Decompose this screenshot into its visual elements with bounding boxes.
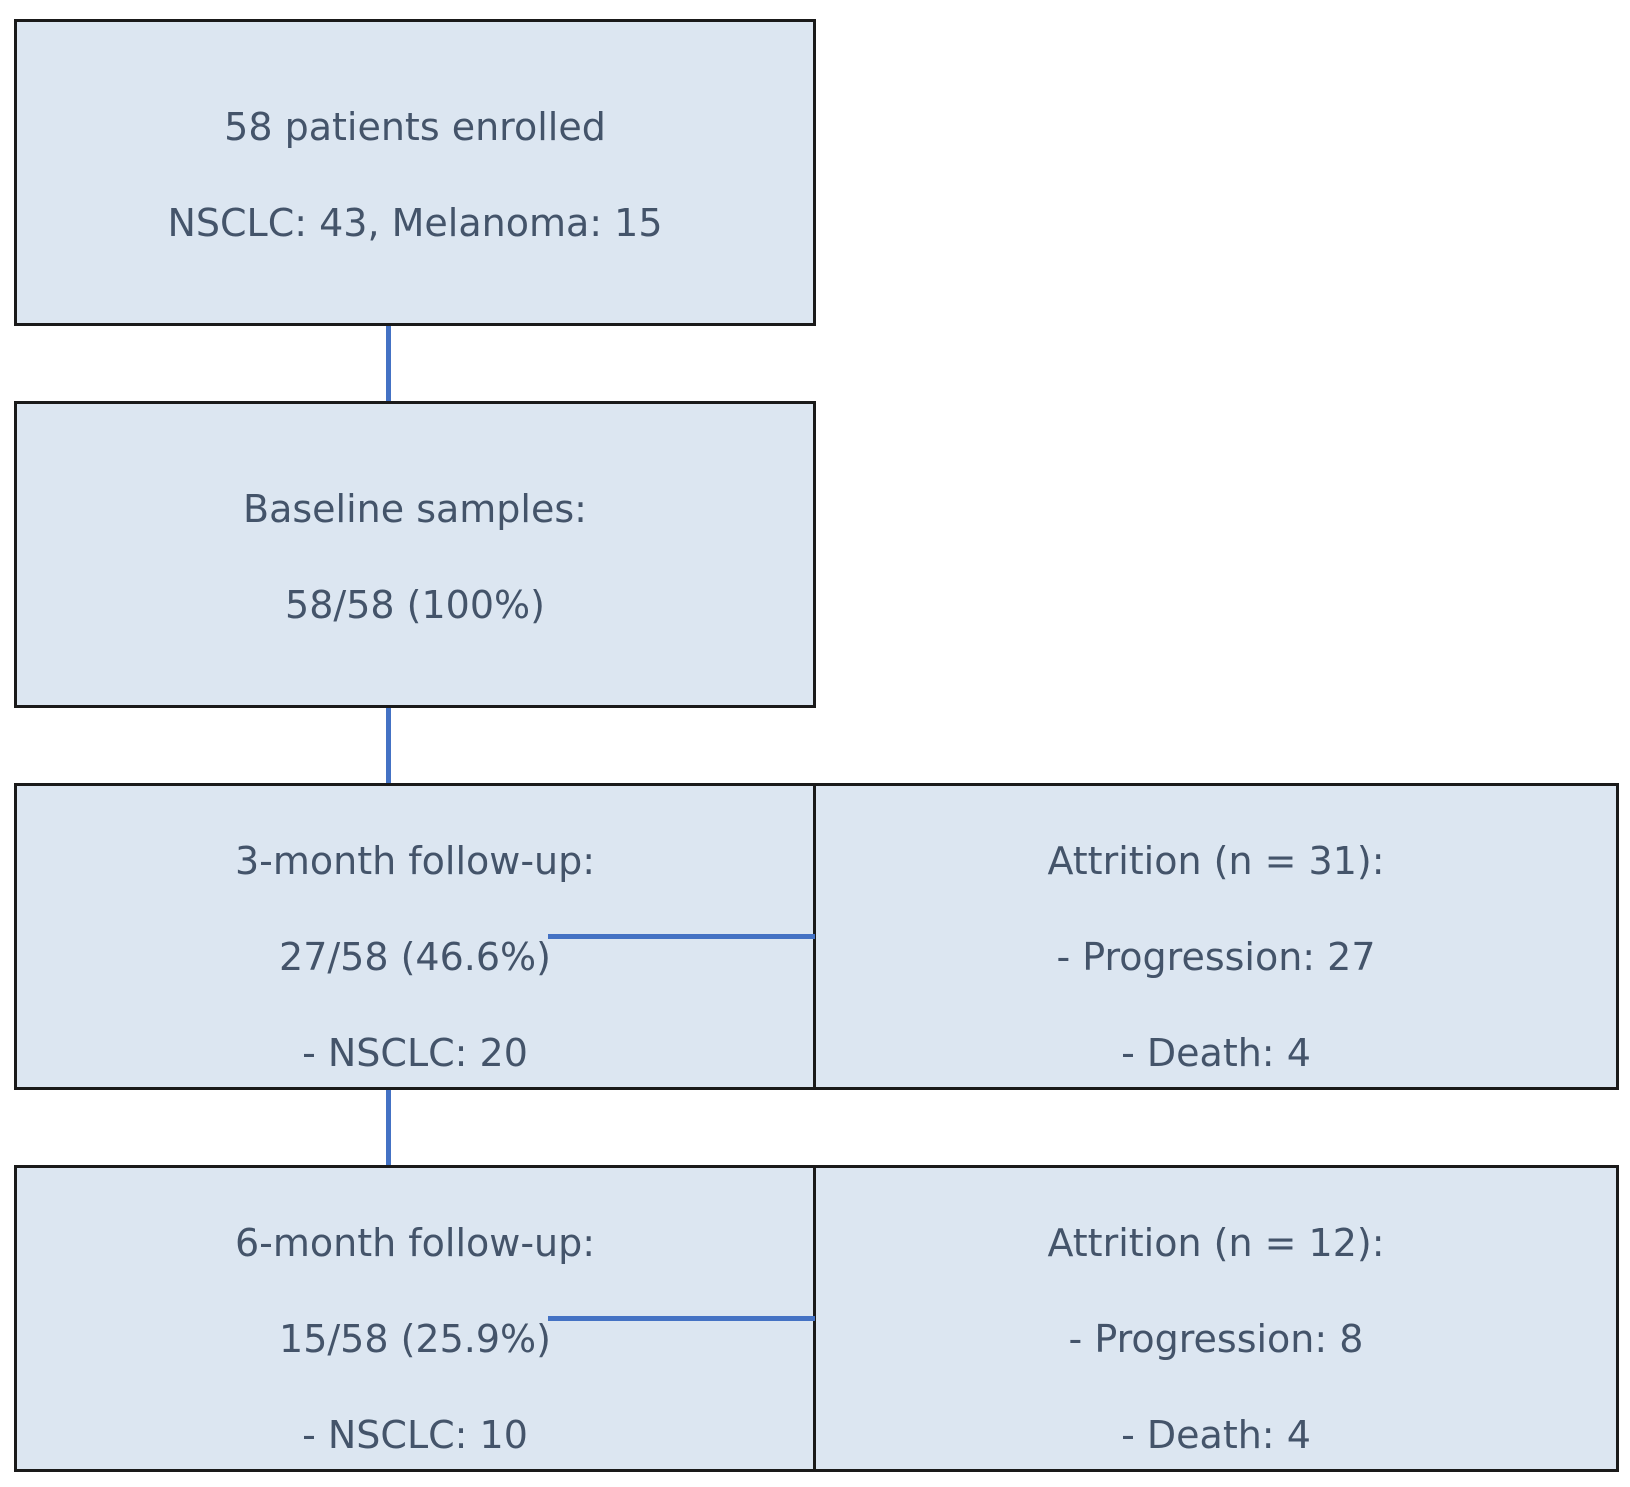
- followup-6month-box: 6-month follow-up: 15/58 (25.9%) - NSCLC…: [14, 1165, 816, 1472]
- enrollment-breakdown: NSCLC: 43, Melanoma: 15: [167, 201, 663, 245]
- followup-3month-count: 27/58 (46.6%): [279, 935, 551, 979]
- followup-3month-nsclc: - NSCLC: 20: [302, 1031, 528, 1075]
- attrition-6month-total: Attrition (n = 12):: [1047, 1221, 1385, 1265]
- enrollment-box: 58 patients enrolled NSCLC: 43, Melanoma…: [14, 19, 816, 326]
- connector-enrollment-baseline: [386, 326, 391, 402]
- connector-3month-6month: [386, 1090, 391, 1166]
- attrition-3month-box: Attrition (n = 31): - Progression: 27 - …: [813, 783, 1619, 1090]
- enrollment-count: 58 patients enrolled: [224, 105, 606, 149]
- baseline-count: 58/58 (100%): [285, 583, 545, 627]
- baseline-label: Baseline samples:: [243, 487, 587, 531]
- attrition-6month-progression: - Progression: 8: [1068, 1317, 1364, 1361]
- attrition-3month-progression: - Progression: 27: [1056, 935, 1376, 979]
- connector-6month-attrition: [548, 1316, 815, 1321]
- attrition-6month-box: Attrition (n = 12): - Progression: 8 - D…: [813, 1165, 1619, 1472]
- baseline-box: Baseline samples: 58/58 (100%): [14, 401, 816, 708]
- followup-6month-nsclc: - NSCLC: 10: [302, 1413, 528, 1457]
- followup-3month-label: 3-month follow-up:: [234, 839, 596, 883]
- connector-baseline-3month: [386, 708, 391, 784]
- followup-6month-count: 15/58 (25.9%): [279, 1317, 551, 1361]
- connector-3month-attrition: [548, 934, 815, 939]
- followup-6month-label: 6-month follow-up:: [234, 1221, 596, 1265]
- attrition-6month-death: - Death: 4: [1121, 1413, 1311, 1457]
- attrition-3month-total: Attrition (n = 31):: [1047, 839, 1385, 883]
- attrition-3month-death: - Death: 4: [1121, 1031, 1311, 1075]
